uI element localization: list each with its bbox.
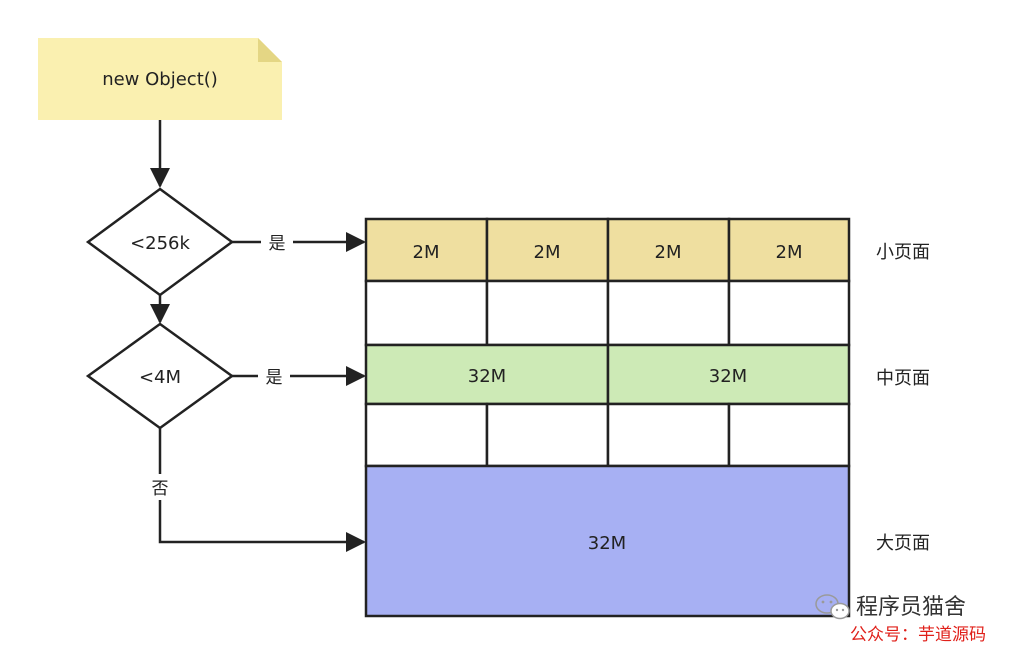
- start-node: new Object(): [38, 38, 282, 120]
- watermark-title: 程序员猫舍: [856, 595, 966, 620]
- wechat-icon: [815, 594, 850, 620]
- empty-cell: [606, 402, 731, 468]
- page-grid: 2M 2M 2M 2M 32M 32M 32M: [364, 217, 851, 618]
- edge-yes-medium: 是: [232, 364, 366, 388]
- empty-cell: [606, 279, 731, 347]
- empty-cell: [364, 279, 489, 347]
- medium-page-name: 中页面: [876, 368, 930, 389]
- small-page-name: 小页面: [876, 242, 930, 263]
- medium-page-cell: [606, 343, 851, 406]
- empty-cell: [485, 402, 610, 468]
- small-page-cell-label: 2M: [655, 242, 682, 263]
- decision-256k: <256k: [85, 187, 235, 297]
- edge-yes-medium-label: 是: [266, 368, 283, 388]
- small-page-cell: [727, 217, 851, 283]
- decision-256k-label: <256k: [130, 233, 190, 254]
- decision-4m: <4M: [85, 322, 235, 430]
- medium-page-cell-label: 32M: [468, 366, 506, 387]
- edge-no-large: 否: [146, 428, 366, 552]
- edge-yes-small: 是: [232, 230, 366, 254]
- start-node-label: new Object(): [102, 69, 218, 90]
- watermark-subtitle: 公众号：芋道源码: [850, 625, 986, 645]
- small-page-cell-label: 2M: [534, 242, 561, 263]
- empty-cell: [727, 279, 851, 347]
- large-page-name: 大页面: [876, 533, 930, 554]
- medium-page-cell: [364, 343, 610, 406]
- small-page-cell-label: 2M: [776, 242, 803, 263]
- empty-cell: [727, 402, 851, 468]
- empty-cell: [364, 402, 489, 468]
- empty-cell: [485, 279, 610, 347]
- large-page-cell-label: 32M: [588, 533, 626, 554]
- edge-yes-small-label: 是: [269, 234, 286, 254]
- small-page-cell-label: 2M: [413, 242, 440, 263]
- watermark: 程序员猫舍 公众号：芋道源码: [815, 594, 986, 645]
- decision-4m-label: <4M: [139, 367, 181, 388]
- large-page-cell: [364, 464, 851, 618]
- medium-page-cell-label: 32M: [709, 366, 747, 387]
- edge-no-large-label: 否: [152, 479, 169, 499]
